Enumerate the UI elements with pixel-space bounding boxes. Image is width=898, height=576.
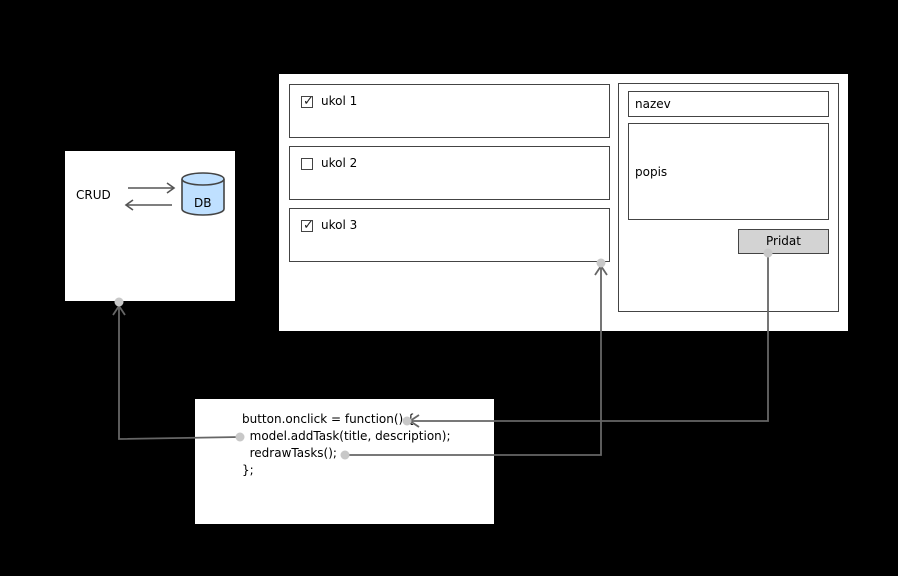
task-checkbox-3[interactable]: ✓ <box>301 218 314 233</box>
description-textarea[interactable]: popis <box>628 123 829 220</box>
code-line-3: redrawTasks(); <box>242 446 337 460</box>
task-label-3: ukol 3 <box>321 218 358 232</box>
description-textarea-text: popis <box>635 165 668 179</box>
task-checkbox-2[interactable] <box>301 158 313 170</box>
task-item-1[interactable]: ✓ ukol 1 <box>289 84 610 138</box>
crud-label: CRUD <box>76 188 111 202</box>
connector-addtask-arrowhead <box>112 304 126 316</box>
ui-mockup-panel: ✓ ukol 1 ukol 2 ✓ ukol 3 nazev popis Pri… <box>279 74 848 331</box>
crud-arrows <box>124 182 176 211</box>
task-label-2: ukol 2 <box>321 156 358 170</box>
code-panel: button.onclick = function() { model.addT… <box>195 399 494 524</box>
task-item-3[interactable]: ✓ ukol 3 <box>289 208 610 262</box>
task-item-2[interactable]: ukol 2 <box>289 146 610 200</box>
add-task-form: nazev popis Pridat <box>618 83 839 312</box>
code-line-2: model.addTask(title, description); <box>242 429 451 443</box>
title-input-text: nazev <box>635 97 671 111</box>
code-line-4: }; <box>242 463 254 477</box>
crud-panel: CRUD DB <box>65 151 235 301</box>
database-icon <box>181 172 225 216</box>
code-line-1: button.onclick = function() { <box>242 412 415 426</box>
task-checkbox-1[interactable]: ✓ <box>301 94 314 109</box>
task-label-1: ukol 1 <box>321 94 358 108</box>
title-input[interactable]: nazev <box>628 91 829 117</box>
db-label: DB <box>194 196 212 210</box>
add-button[interactable]: Pridat <box>738 229 829 254</box>
